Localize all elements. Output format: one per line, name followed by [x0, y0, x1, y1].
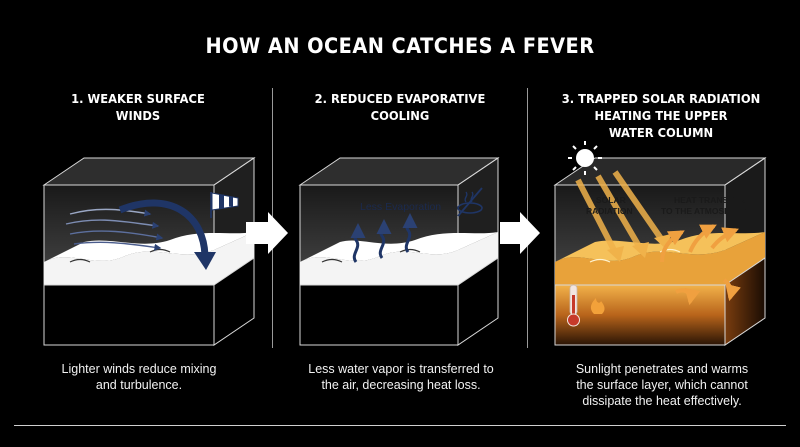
bottom-divider	[14, 425, 786, 426]
wind-arrows	[65, 199, 216, 270]
less-evaporation-label: Less Evaporation	[360, 201, 441, 213]
panel-2-caption: Less water vapor is transferred to the a…	[308, 362, 494, 392]
panel-3-heading: 3. TRAPPED SOLAR RADIATION HEATING THE U…	[561, 91, 761, 140]
page-title: HOW AN OCEAN CATCHES A FEVER	[205, 34, 595, 58]
flame-icon	[590, 298, 605, 314]
no-evaporation-icon	[457, 187, 483, 217]
heat-transfer-label: HEAT TRANSFER TO THE ATMOSPHERE	[661, 195, 754, 216]
panel-2-heading: 2. REDUCED EVAPORATIVE COOLING	[314, 91, 486, 123]
panel-1-heading: 1. WEAKER SURFACE WINDS	[71, 91, 205, 123]
sun-icon	[568, 141, 602, 175]
solar-rays	[575, 170, 665, 254]
panel-1-caption: Lighter winds reduce mixing and turbulen…	[61, 362, 217, 392]
arrow-right-icon	[246, 212, 288, 254]
solar-radiation-label: SOLAR RADIATION	[586, 195, 633, 216]
panel-3-tank	[553, 157, 767, 346]
panel-divider-2	[527, 88, 528, 348]
arrow-right-icon	[500, 212, 540, 254]
thermometer-icon	[567, 284, 580, 327]
windsock-icon	[210, 192, 239, 218]
panel-2-tank	[298, 157, 500, 346]
vapor-arrows	[350, 213, 418, 263]
heat-transfer-arrows	[660, 224, 741, 306]
panel-3-caption: Sunlight penetrates and warms the surfac…	[575, 362, 749, 408]
panel-1-tank	[42, 157, 256, 346]
